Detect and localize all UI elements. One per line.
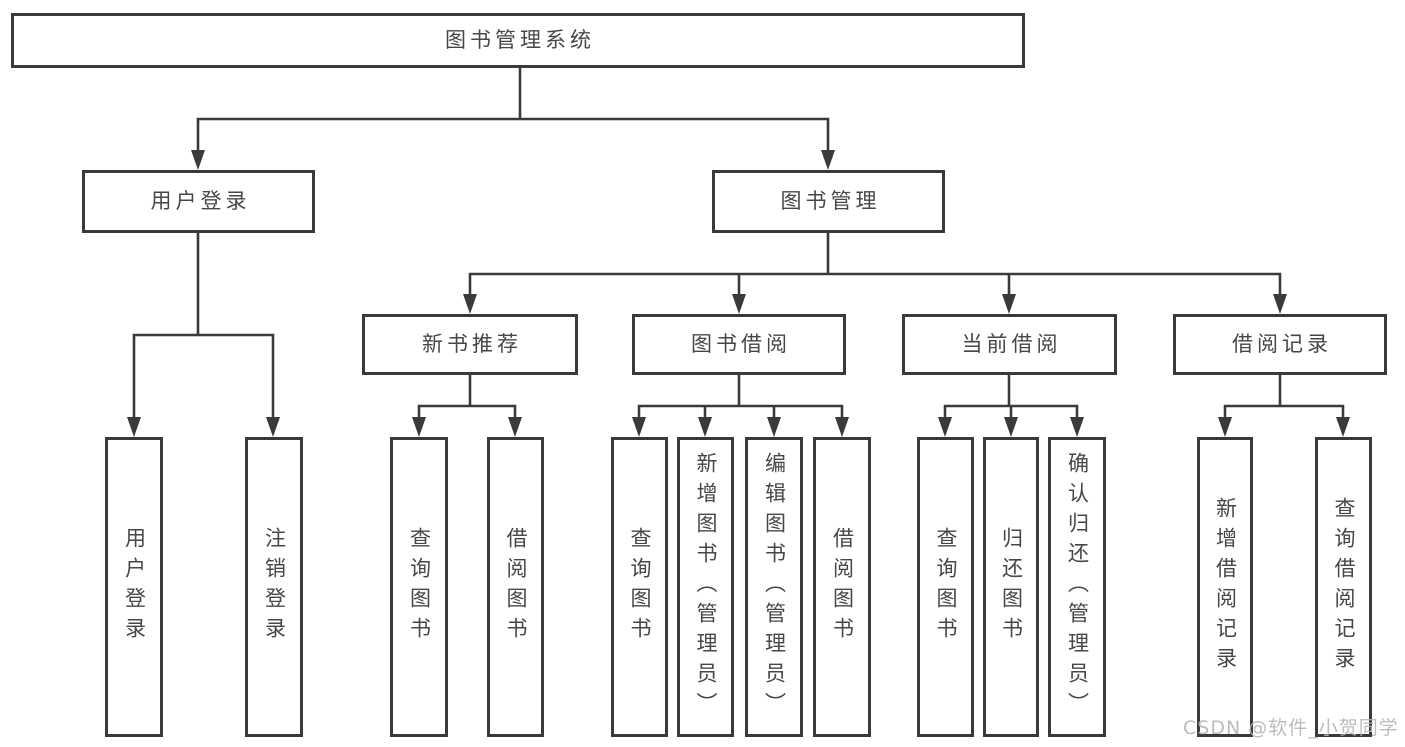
arrowhead-icon [266, 417, 280, 437]
arrowhead-icon [191, 150, 205, 170]
node-leaf-add-book: 新增图书（管理员） [677, 437, 734, 737]
node-label-leaf-query-book-3: 查询图书 [934, 527, 958, 647]
node-label-leaf-query-borrow-record: 查询借阅记录 [1332, 497, 1356, 677]
node-label-root-system: 图书管理系统 [445, 28, 595, 52]
node-leaf-query-book-2: 查询图书 [611, 437, 668, 737]
node-leaf-borrow-book-1: 借阅图书 [487, 437, 544, 737]
node-label-book-management: 图书管理 [780, 189, 881, 213]
arrowhead-icon [1070, 417, 1084, 437]
node-label-current-borrow: 当前借阅 [961, 332, 1062, 356]
arrowhead-icon [127, 417, 141, 437]
node-leaf-confirm-return: 确认归还（管理员） [1048, 437, 1106, 737]
arrowhead-icon [938, 417, 952, 437]
connector-path [132, 233, 275, 429]
node-root-system: 图书管理系统 [11, 13, 1025, 68]
node-label-borrow-records: 借阅记录 [1232, 332, 1332, 356]
arrowhead-icon [1004, 417, 1018, 437]
node-label-leaf-query-book-2: 查询图书 [628, 527, 652, 647]
node-label-leaf-confirm-return: 确认归还（管理员） [1065, 452, 1090, 722]
node-label-leaf-logout: 注销登录 [262, 527, 287, 647]
node-label-leaf-user-login: 用户登录 [122, 527, 147, 647]
node-leaf-borrow-book-2: 借阅图书 [813, 437, 871, 737]
connector-path [1223, 375, 1345, 429]
node-book-borrow: 图书借阅 [632, 314, 846, 375]
arrowhead-icon [632, 417, 646, 437]
node-label-leaf-borrow-book-2: 借阅图书 [830, 527, 855, 647]
arrowhead-icon [1273, 294, 1287, 314]
node-current-borrow: 当前借阅 [902, 314, 1117, 375]
node-label-leaf-borrow-book-1: 借阅图书 [504, 527, 528, 647]
node-leaf-query-borrow-record: 查询借阅记录 [1315, 437, 1372, 737]
node-user-login-module: 用户登录 [82, 170, 315, 233]
node-label-new-book-recommend: 新书推荐 [422, 332, 522, 356]
connector-path [196, 68, 830, 162]
node-label-leaf-query-book-1: 查询图书 [407, 527, 432, 647]
node-leaf-edit-book: 编辑图书（管理员） [745, 437, 803, 737]
node-label-leaf-edit-book: 编辑图书（管理员） [762, 452, 787, 722]
arrowhead-icon [463, 294, 477, 314]
node-leaf-logout: 注销登录 [245, 437, 303, 737]
arrowhead-icon [767, 417, 781, 437]
arrowhead-icon [508, 417, 522, 437]
arrowhead-icon [1336, 417, 1350, 437]
node-leaf-user-login: 用户登录 [105, 437, 163, 737]
arrowhead-icon [1002, 294, 1016, 314]
arrowhead-icon [698, 417, 712, 437]
node-leaf-add-borrow-record: 新增借阅记录 [1197, 437, 1253, 737]
arrowhead-icon [835, 417, 849, 437]
arrowhead-icon [412, 417, 426, 437]
node-label-user-login-module: 用户登录 [150, 189, 251, 213]
node-label-leaf-add-borrow-record: 新增借阅记录 [1213, 497, 1238, 677]
node-label-leaf-return-book: 归还图书 [999, 527, 1024, 647]
node-leaf-return-book: 归还图书 [983, 437, 1039, 737]
connector-path [468, 233, 1282, 306]
node-new-book-recommend: 新书推荐 [362, 314, 578, 375]
connector-path [417, 375, 517, 429]
node-borrow-records: 借阅记录 [1173, 314, 1387, 375]
node-label-leaf-add-book: 新增图书（管理员） [694, 452, 718, 722]
node-leaf-query-book-1: 查询图书 [390, 437, 448, 737]
csdn-watermark: CSDN @软件_小贺同学 [1183, 717, 1399, 739]
connector-path [637, 375, 844, 429]
node-leaf-query-book-3: 查询图书 [917, 437, 974, 737]
node-label-book-borrow: 图书借阅 [691, 332, 791, 356]
arrowhead-icon [732, 294, 746, 314]
node-book-management: 图书管理 [712, 170, 945, 233]
arrowhead-icon [821, 150, 835, 170]
arrowhead-icon [1218, 417, 1232, 437]
